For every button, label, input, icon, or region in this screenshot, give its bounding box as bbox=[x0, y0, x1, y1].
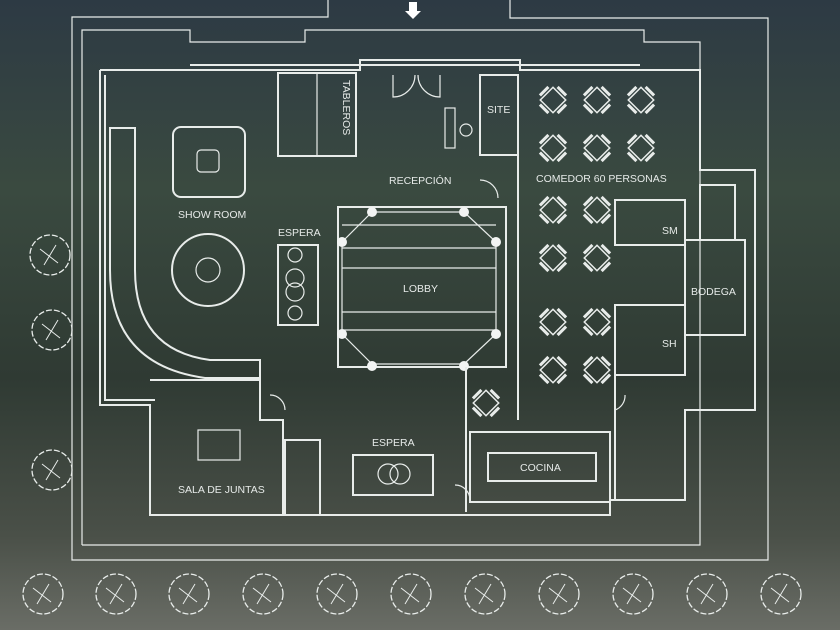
dining-table-icon bbox=[582, 243, 612, 273]
trees bbox=[22, 234, 802, 615]
label-sh: SH bbox=[662, 338, 677, 350]
label-site: SITE bbox=[487, 104, 510, 116]
dining-table-icon bbox=[538, 133, 568, 163]
label-show-room: SHOW ROOM bbox=[178, 209, 246, 221]
dining-table-icon bbox=[582, 307, 612, 337]
label-lobby: LOBBY bbox=[403, 283, 438, 295]
dining-table-icon bbox=[582, 195, 612, 225]
tree-icon bbox=[168, 573, 210, 615]
label-comedor: COMEDOR 60 PERSONAS bbox=[536, 173, 667, 185]
label-bodega: BODEGA bbox=[691, 286, 736, 298]
dining-table-icon bbox=[626, 85, 656, 115]
tree-icon bbox=[31, 309, 73, 351]
label-sala-juntas: SALA DE JUNTAS bbox=[178, 484, 265, 496]
tree-icon bbox=[464, 573, 506, 615]
label-recepcion: RECEPCIÓN bbox=[389, 174, 451, 187]
dining-tables bbox=[471, 85, 656, 418]
tree-icon bbox=[31, 449, 73, 491]
tree-icon bbox=[390, 573, 432, 615]
tree-icon bbox=[29, 234, 71, 276]
label-espera-1: ESPERA bbox=[278, 227, 321, 239]
dining-table-icon bbox=[538, 195, 568, 225]
tree-icon bbox=[760, 573, 802, 615]
dining-table-icon bbox=[582, 85, 612, 115]
entrance-arrow-icon bbox=[405, 2, 421, 19]
tree-icon bbox=[612, 573, 654, 615]
tree-icon bbox=[316, 573, 358, 615]
dining-table-icon bbox=[582, 133, 612, 163]
tree-icon bbox=[22, 573, 64, 615]
label-sm: SM bbox=[662, 225, 678, 237]
dining-table-icon bbox=[538, 355, 568, 385]
dining-table-icon bbox=[626, 133, 656, 163]
dining-table-icon bbox=[538, 85, 568, 115]
dining-table-icon bbox=[538, 307, 568, 337]
building-walls bbox=[99, 59, 756, 516]
label-cocina: COCINA bbox=[520, 462, 561, 474]
dining-table-icon bbox=[471, 388, 501, 418]
dining-table-icon bbox=[582, 355, 612, 385]
dining-table-icon bbox=[538, 243, 568, 273]
label-espera-2: ESPERA bbox=[372, 437, 415, 449]
label-tableros: TABLEROS bbox=[340, 80, 352, 135]
tree-icon bbox=[95, 573, 137, 615]
tree-icon bbox=[538, 573, 580, 615]
tree-icon bbox=[242, 573, 284, 615]
tree-icon bbox=[686, 573, 728, 615]
